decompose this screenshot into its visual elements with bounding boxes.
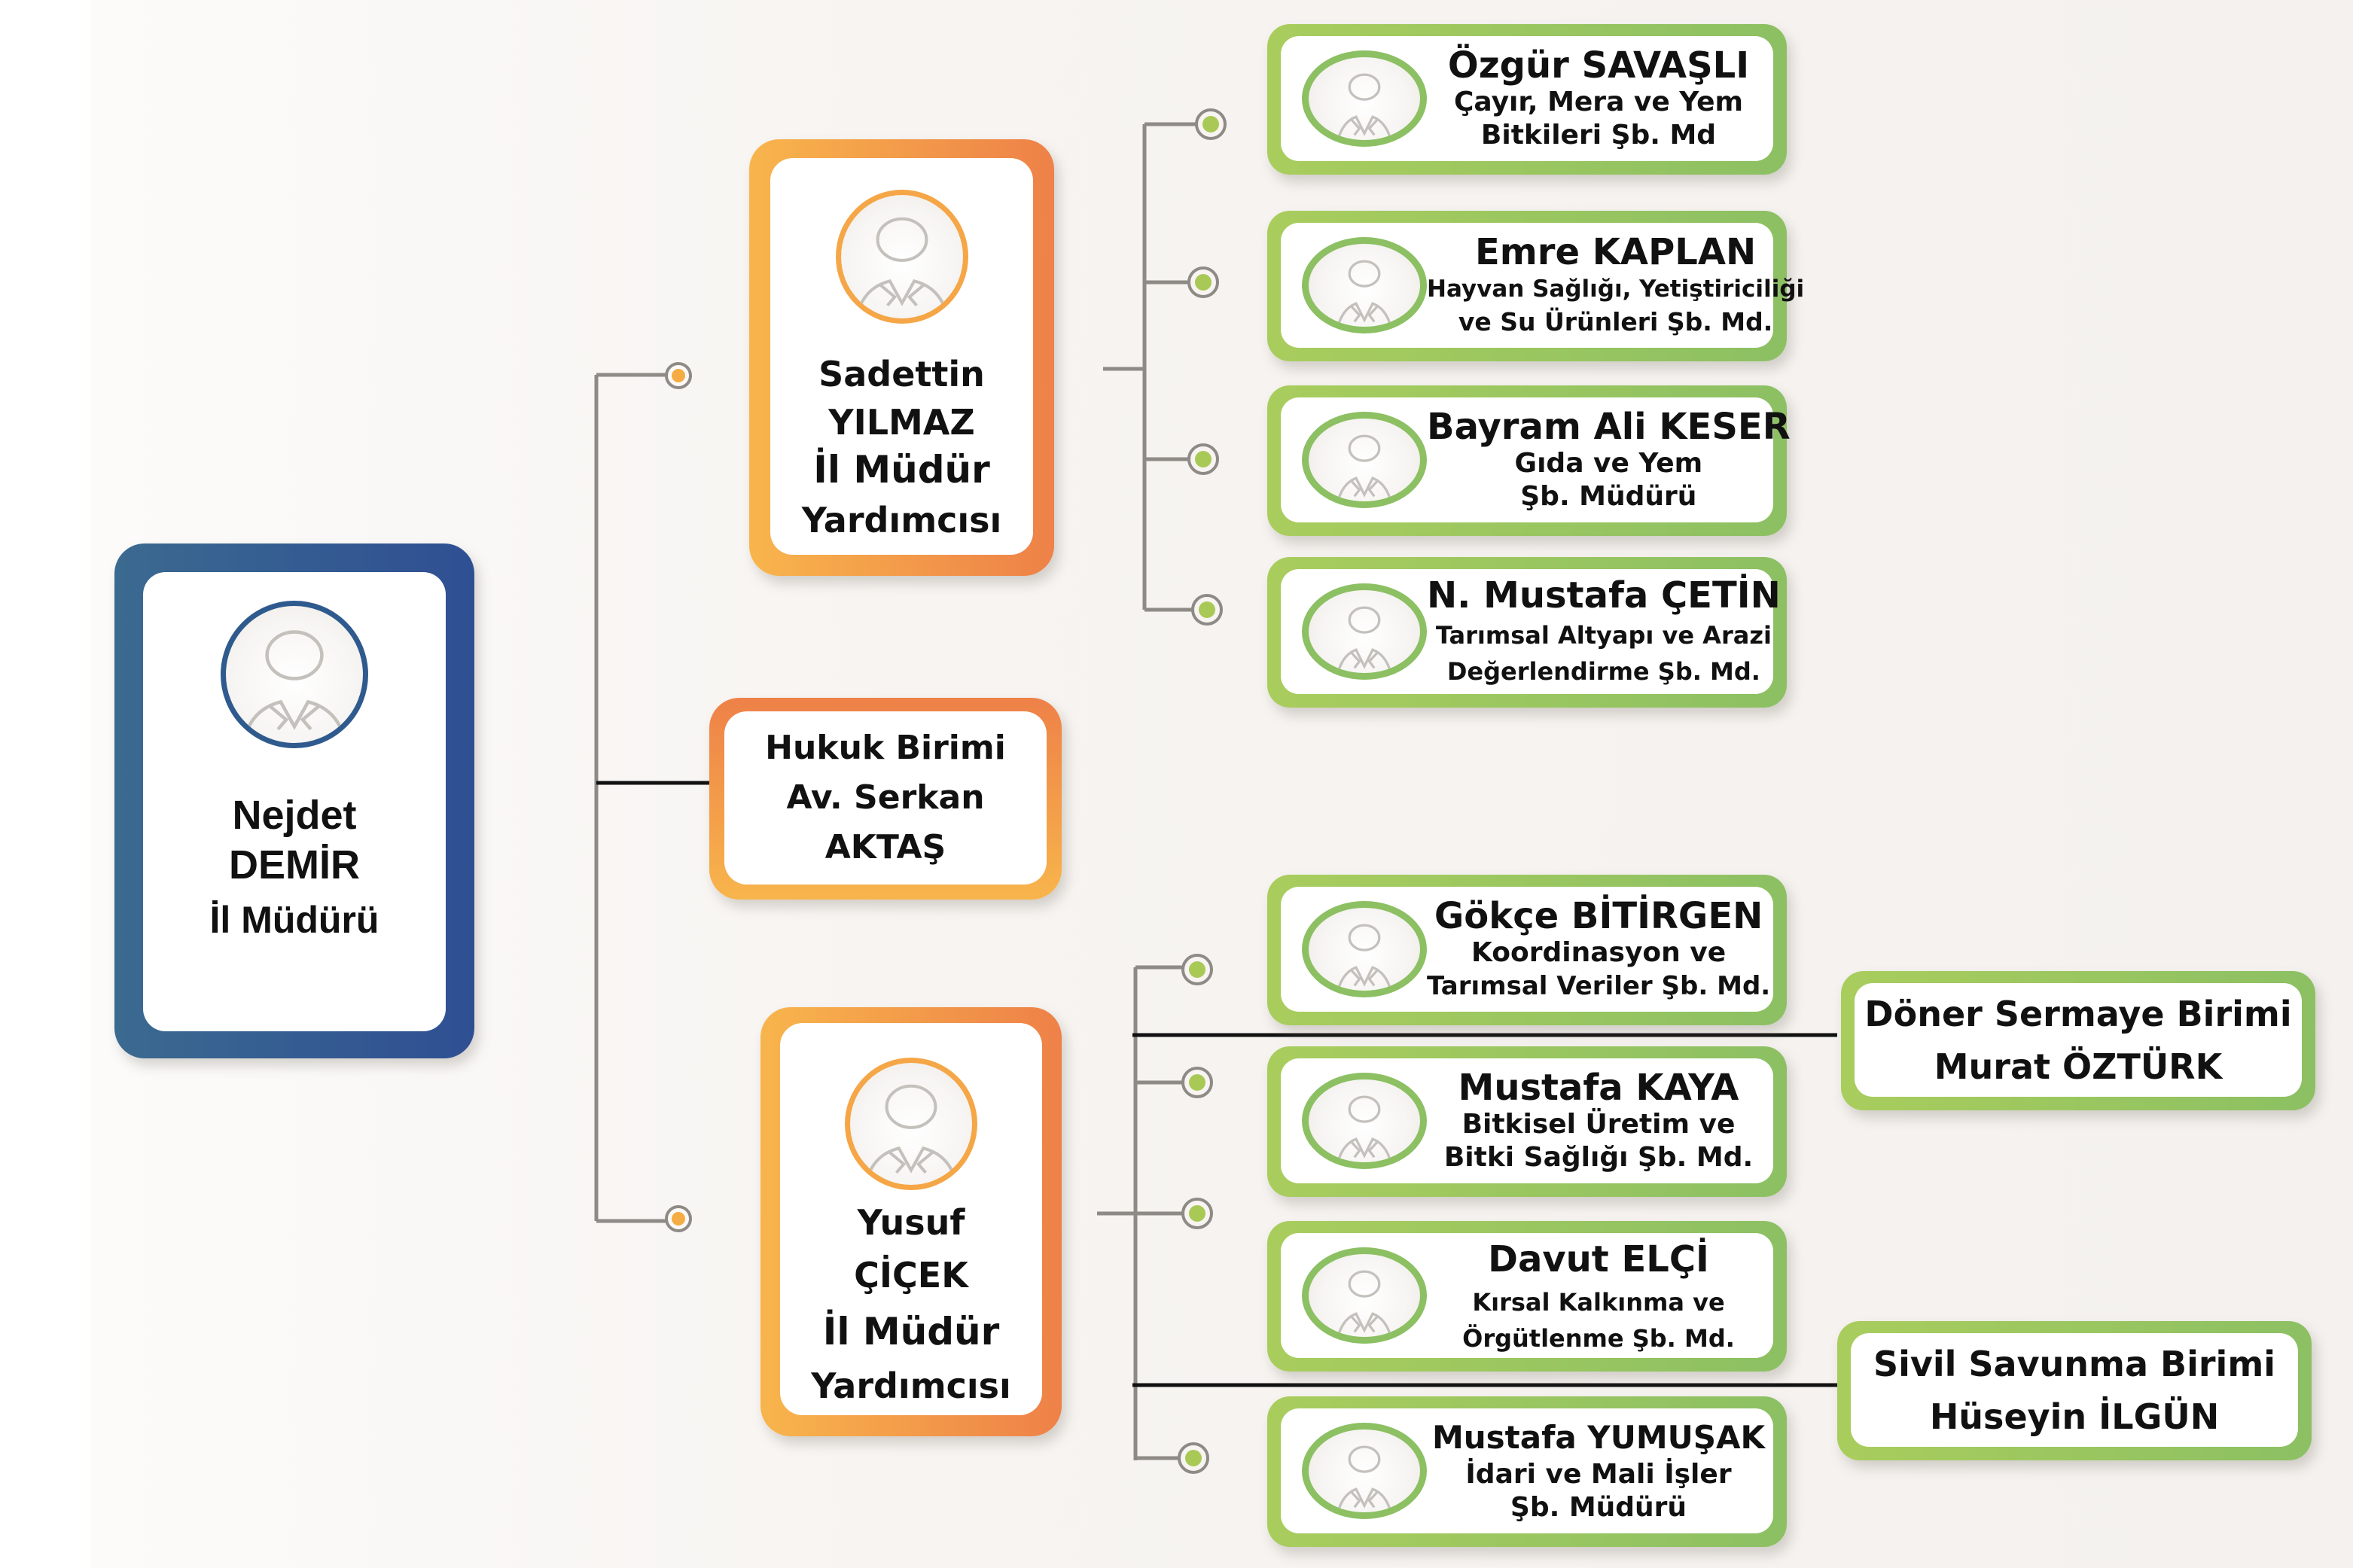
revolving-fund-unit-card[interactable]: Döner Sermaye Birimi Murat ÖZTÜRK [1841, 971, 2315, 1110]
revolving-fund-unit-head: Murat ÖZTÜRK [1934, 1046, 2223, 1087]
branch-description-line1: Koordinasyon ve [1471, 937, 1727, 968]
branch-description-line2: Şb. Müdürü [1520, 481, 1697, 512]
deputy-last-name: YILMAZ [828, 402, 975, 443]
civil-defense-unit-head: Hüseyin İLGÜN [1929, 1396, 2220, 1437]
person-avatar-icon [1302, 50, 1427, 147]
branch-card-3[interactable]: Bayram Ali KESER Gıda ve Yem Şb. Müdürü [1267, 385, 1791, 536]
connector-dot-branch-4 [1191, 594, 1223, 626]
connector-dot-branch-1 [1195, 108, 1227, 140]
connector-dot-branch-7 [1181, 1198, 1213, 1229]
civil-defense-unit-card[interactable]: Sivil Savunma Birimi Hüseyin İLGÜN [1837, 1321, 2312, 1460]
director-last-name: DEMİR [229, 842, 360, 888]
deputy-first-name: Yusuf [857, 1202, 965, 1243]
person-avatar-icon [1302, 412, 1427, 508]
person-avatar-icon [221, 601, 368, 748]
branch-description-line1: Gıda ve Yem [1514, 448, 1703, 479]
branch-description-line2: Şb. Müdürü [1510, 1492, 1687, 1523]
branch-card-4[interactable]: N. Mustafa ÇETİN Tarımsal Altyapı ve Ara… [1267, 557, 1787, 708]
branch-manager-name: Bayram Ali KESER [1427, 406, 1791, 448]
connector-dot-branch-2 [1187, 266, 1219, 298]
civil-defense-unit-name: Sivil Savunma Birimi [1873, 1343, 2276, 1384]
branch-description-line1: Hayvan Sağlığı, Yetiştiriciliği [1427, 276, 1805, 303]
connector-dot-deputy-2 [665, 1205, 692, 1232]
person-avatar-icon [1302, 1073, 1427, 1169]
branch-card-5[interactable]: Gökçe BİTİRGEN Koordinasyon ve Tarımsal … [1267, 875, 1787, 1025]
branch-description-line1: Kırsal Kalkınma ve [1472, 1288, 1725, 1317]
branch-manager-name: N. Mustafa ÇETİN [1427, 574, 1781, 617]
branch-description-line2: ve Su Ürünleri Şb. Md. [1458, 307, 1773, 336]
person-avatar-icon [845, 1058, 977, 1190]
branch-description-line1: Çayır, Mera ve Yem [1453, 87, 1743, 117]
director-card[interactable]: Nejdet DEMİR İl Müdürü [114, 543, 474, 1058]
branch-manager-name: Davut ELÇİ [1488, 1238, 1709, 1280]
deputy-last-name: ÇİÇEK [854, 1255, 968, 1296]
branch-description-line1: Bitkisel Üretim ve [1461, 1109, 1736, 1140]
branch-description-line2: Değerlendirme Şb. Md. [1446, 657, 1760, 686]
branch-description-line2: Bitkileri Şb. Md [1480, 120, 1717, 151]
person-avatar-icon [1302, 1247, 1427, 1344]
person-avatar-icon [1302, 237, 1427, 333]
revolving-fund-unit-name: Döner Sermaye Birimi [1864, 993, 2292, 1034]
connector-dot-branch-8 [1178, 1442, 1209, 1474]
branch-manager-name: Mustafa YUMUŞAK [1431, 1419, 1766, 1456]
branch-card-7[interactable]: Davut ELÇİ Kırsal Kalkınma ve Örgütlenme… [1267, 1221, 1787, 1372]
deputy-title-line1: İl Müdür [822, 1310, 1000, 1353]
director-title: İl Müdürü [209, 899, 379, 941]
branch-description-line2: Örgütlenme Şb. Md. [1462, 1324, 1735, 1353]
deputy-card-1[interactable]: Sadettin YILMAZ İl Müdür Yardımcısı [749, 139, 1054, 576]
branch-description-line2: Bitki Sağlığı Şb. Md. [1443, 1142, 1754, 1173]
person-avatar-icon [1302, 1423, 1427, 1519]
branch-description-line1: İdari ve Mali İşler [1465, 1459, 1732, 1490]
person-avatar-icon [1302, 583, 1427, 680]
legal-unit-head: Av. Serkan AKTAŞ [786, 778, 985, 866]
deputy-first-name: Sadettin [818, 354, 985, 394]
connector-dot-deputy-1 [665, 362, 692, 389]
branch-card-2[interactable]: Emre KAPLAN Hayvan Sağlığı, Yetiştiricil… [1267, 211, 1804, 361]
branch-manager-name: Gökçe BİTİRGEN [1434, 895, 1763, 937]
branch-description-line1: Tarımsal Altyapı ve Arazi [1435, 621, 1772, 650]
branch-description-line2: Tarımsal Veriler Şb. Md. [1427, 971, 1771, 1001]
legal-unit-name: Hukuk Birimi [765, 729, 1006, 767]
person-avatar-icon [835, 190, 968, 324]
branch-card-1[interactable]: Özgür SAVAŞLI Çayır, Mera ve Yem Bitkile… [1267, 24, 1787, 175]
branch-card-8[interactable]: Mustafa YUMUŞAK İdari ve Mali İşler Şb. … [1267, 1396, 1787, 1547]
deputy-title-line2: Yardımcısı [801, 500, 1002, 540]
director-first-name: Nejdet [232, 793, 357, 838]
legal-unit-card[interactable]: Hukuk Birimi Av. Serkan AKTAŞ [709, 698, 1062, 900]
branch-manager-name: Emre KAPLAN [1474, 231, 1757, 273]
branch-manager-name: Özgür SAVAŞLI [1447, 44, 1750, 87]
deputy-card-2[interactable]: Yusuf ÇİÇEK İl Müdür Yardımcısı [760, 1007, 1062, 1436]
person-avatar-icon [1302, 901, 1427, 997]
branch-card-6[interactable]: Mustafa KAYA Bitkisel Üretim ve Bitki Sa… [1267, 1046, 1787, 1197]
deputy-title-line2: Yardımcısı [811, 1366, 1011, 1406]
connector-dot-branch-6 [1181, 1067, 1213, 1098]
branch-manager-name: Mustafa KAYA [1458, 1067, 1739, 1109]
connector-dot-branch-3 [1187, 443, 1219, 475]
deputy-title-line1: İl Müdür [813, 448, 990, 492]
connector-dot-branch-5 [1181, 954, 1213, 985]
